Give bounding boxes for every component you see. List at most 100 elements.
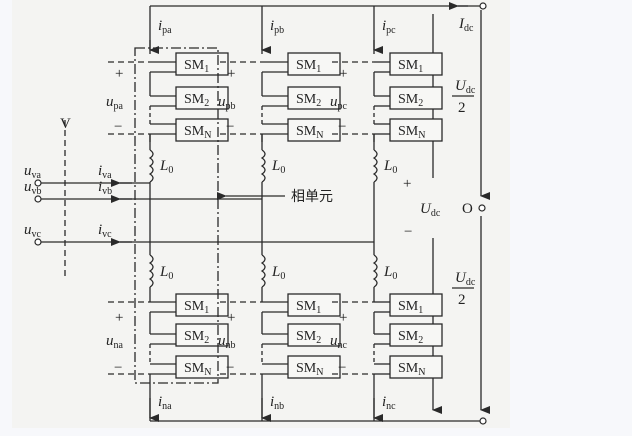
lower-sm1-a-label: SM1 (184, 299, 209, 316)
lower-sm1-b (287, 293, 341, 317)
lower-current-label-b: inb (270, 394, 284, 412)
upper-sm2-a-label: SM2 (184, 92, 209, 109)
lower-inductor-label-c: L0 (383, 264, 397, 282)
upper-smN-b (287, 118, 341, 142)
lower-minus-a: − (114, 360, 122, 376)
lower-minus-c: − (338, 360, 346, 376)
upper-voltage-label-b: upb (218, 94, 236, 112)
upper-current-label-b: ipb (270, 18, 284, 36)
lower-plus-a: + (115, 310, 123, 326)
upper-half-voltage-label: Udc (455, 78, 476, 96)
upper-minus-c: − (338, 119, 346, 135)
upper-sm2-b (287, 86, 341, 110)
lower-minus-b: − (226, 360, 234, 376)
lower-sm2-a (175, 323, 229, 347)
upper-sm1-a-label: SM1 (184, 58, 209, 75)
lower-inductor-label-a: L0 (159, 264, 173, 282)
upper-inductor-c (372, 149, 378, 183)
upper-minus-a: − (114, 119, 122, 135)
upper-current-label-a: ipa (158, 18, 172, 36)
lower-current-label-c: inc (382, 394, 396, 412)
upper-inductor-label-c: L0 (383, 158, 397, 176)
lower-smN-c-label: SMN (398, 361, 425, 378)
lower-smN-a-label: SMN (184, 361, 211, 378)
lower-sm2-a-label: SM2 (184, 329, 209, 346)
ac-voltage-label-b: uvb (24, 179, 42, 197)
dc-minus-sign: − (404, 224, 412, 240)
dc-voltage-label: Udc (420, 201, 441, 219)
ac-current-label-a: iva (98, 163, 112, 181)
ac-voltage-label-a: uva (24, 163, 42, 181)
upper-inductor-a (148, 149, 154, 183)
upper-smN-a (175, 118, 229, 142)
negative-dc-terminal (479, 417, 487, 425)
upper-fraction-denominator: 2 (458, 100, 466, 116)
upper-current-label-c: ipc (382, 18, 396, 36)
upper-smN-b-label: SMN (296, 124, 323, 141)
upper-plus-a: + (115, 66, 123, 82)
lower-sm1-b-label: SM1 (296, 299, 321, 316)
lower-plus-b: + (227, 310, 235, 326)
upper-sm2-c-label: SM2 (398, 92, 423, 109)
lower-sm1-c (389, 293, 443, 317)
upper-voltage-label-c: upc (330, 94, 348, 112)
upper-voltage-label-a: upa (106, 94, 124, 112)
upper-minus-b: − (226, 119, 234, 135)
lower-voltage-label-b: unb (218, 333, 236, 351)
upper-sm2-a (175, 86, 229, 110)
lower-plus-c: + (339, 310, 347, 326)
phase-unit-label: 相单元 (291, 189, 333, 205)
lower-sm2-c-label: SM2 (398, 329, 423, 346)
lower-inductor-a (148, 254, 154, 288)
lower-current-label-a: ina (158, 394, 172, 412)
lower-smN-b-label: SMN (296, 361, 323, 378)
lower-voltage-label-a: una (106, 333, 124, 351)
upper-sm1-b-label: SM1 (296, 58, 321, 75)
upper-plus-b: + (227, 66, 235, 82)
lower-inductor-b (260, 254, 266, 288)
lower-sm2-b (287, 323, 341, 347)
ac-current-label-b: ivb (98, 179, 112, 197)
lower-smN-c (389, 355, 443, 379)
dc-plus-sign: + (403, 176, 411, 192)
lower-sm2-b-label: SM2 (296, 329, 321, 346)
upper-sm2-b-label: SM2 (296, 92, 321, 109)
valve-side-label: V (60, 116, 71, 132)
lower-smN-b (287, 355, 341, 379)
lower-sm1-c-label: SM1 (398, 299, 423, 316)
lower-smN-a (175, 355, 229, 379)
upper-inductor-label-b: L0 (271, 158, 285, 176)
upper-inductor-b (260, 149, 266, 183)
upper-sm1-a (175, 52, 229, 76)
lower-fraction-denominator: 2 (458, 292, 466, 308)
upper-smN-c-label: SMN (398, 124, 425, 141)
ac-terminal-a (34, 179, 42, 187)
upper-smN-c (389, 118, 443, 142)
ac-current-label-c: ivc (98, 222, 112, 240)
lower-half-voltage-label: Udc (455, 270, 476, 288)
neutral-label: O (462, 201, 473, 217)
ac-voltage-label-c: uvc (24, 222, 42, 240)
lower-sm2-c (389, 323, 443, 347)
upper-sm1-c (389, 52, 443, 76)
dc-current-label: Idc (458, 16, 474, 34)
lower-sm1-a (175, 293, 229, 317)
ac-terminal-c (34, 238, 42, 246)
ac-terminal-b (34, 195, 42, 203)
upper-inductor-label-a: L0 (159, 158, 173, 176)
upper-sm1-c-label: SM1 (398, 58, 423, 75)
phase-unit-enclosure (134, 47, 219, 384)
lower-inductor-label-b: L0 (271, 264, 285, 282)
upper-sm2-c (389, 86, 443, 110)
upper-smN-a-label: SMN (184, 124, 211, 141)
upper-sm1-b (287, 52, 341, 76)
lower-inductor-c (372, 254, 378, 288)
lower-voltage-label-c: unc (330, 333, 348, 351)
upper-plus-c: + (339, 66, 347, 82)
positive-dc-terminal (479, 2, 487, 10)
neutral-terminal (478, 204, 486, 212)
